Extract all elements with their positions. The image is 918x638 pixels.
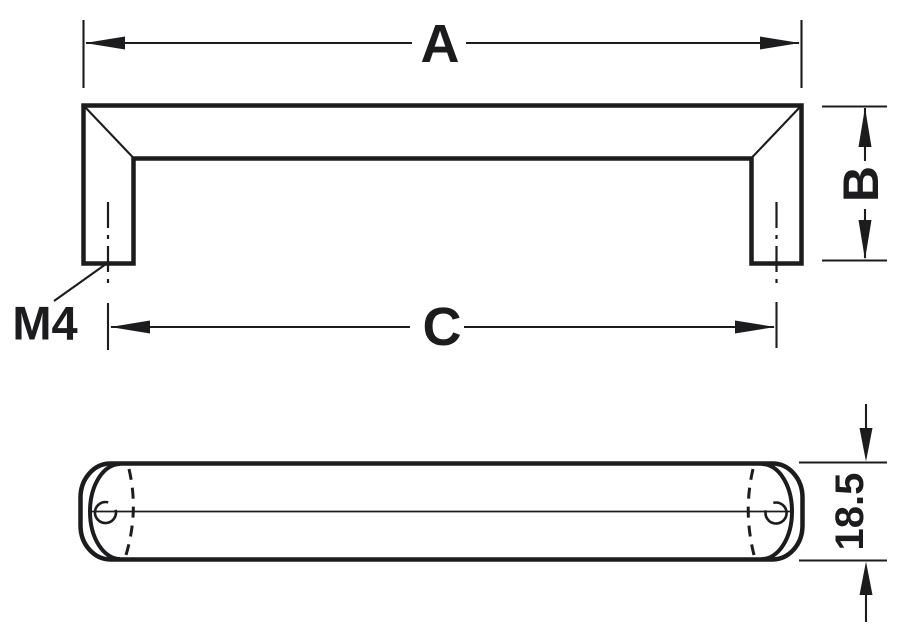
dimension-a: A — [82, 14, 803, 88]
dim-a-label: A — [421, 14, 460, 74]
thread-callout: M4 — [12, 263, 107, 350]
dim-depth-label: 18.5 — [828, 473, 872, 551]
left-thread-hole — [93, 500, 118, 525]
dim-b-label: B — [833, 166, 889, 202]
right-thread-hole — [764, 501, 788, 525]
dim-c-left-arrowhead — [110, 320, 150, 334]
dim-c-right-arrowhead — [735, 320, 775, 334]
thread-label: M4 — [12, 297, 77, 350]
dimension-c: C — [106, 297, 778, 357]
dim-depth-down-arrowhead — [859, 428, 873, 462]
handle-profile-outline — [81, 103, 804, 266]
handle-plan-outline — [78, 461, 805, 562]
dim-b-down-arrowhead — [858, 220, 872, 260]
dim-depth-up-arrowhead — [859, 561, 873, 595]
dimension-b: B — [822, 105, 889, 262]
bottom-view — [78, 461, 805, 562]
thread-leader-line — [53, 263, 107, 302]
right-chamfer-line — [750, 106, 801, 160]
dim-a-right-arrowhead — [760, 36, 800, 50]
dimension-depth: 18.5 — [799, 404, 887, 622]
dim-b-up-arrowhead — [858, 107, 872, 147]
front-view — [81, 103, 804, 290]
dim-c-label: C — [423, 297, 462, 357]
left-chamfer-line — [84, 106, 135, 160]
dim-a-left-arrowhead — [85, 36, 125, 50]
